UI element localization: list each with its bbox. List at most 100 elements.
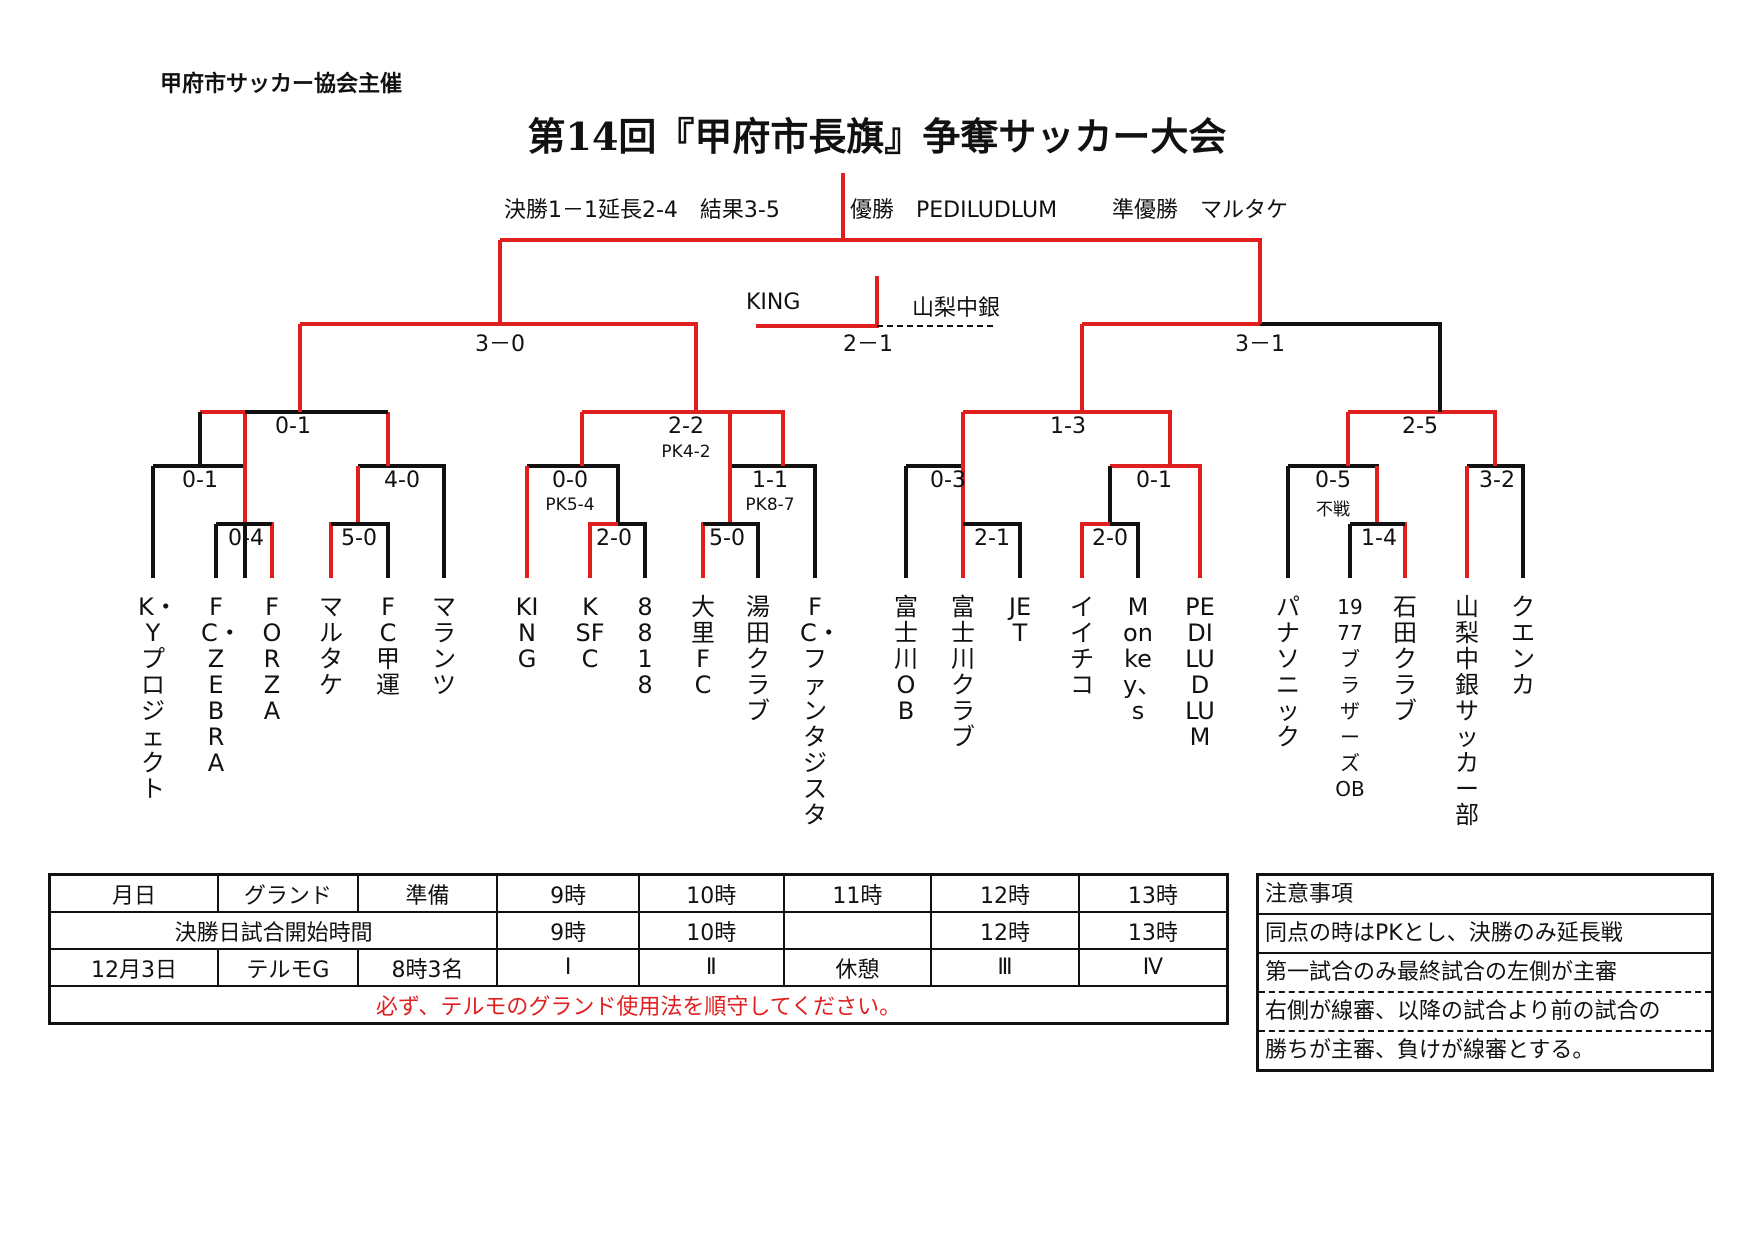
schedule-cell: 休憩	[782, 948, 933, 987]
schedule-header-cell: 10時	[637, 873, 785, 913]
team-name: FC甲運	[376, 593, 400, 699]
third-place-score: 2－1	[843, 332, 893, 357]
team-name: 大里FC	[691, 593, 715, 699]
team-name: 1977ブラザーズOB	[1335, 595, 1365, 801]
team-name: FC・ZEBRA	[201, 593, 242, 777]
bracket-line	[1467, 464, 1525, 578]
team-name: マランツ	[432, 593, 456, 699]
team-name: 富士川OB	[894, 593, 918, 725]
schedule-cell: Ⅳ	[1077, 948, 1229, 987]
schedule-table: 月日 グランド 準備 9時 10時 11時 12時 13時 決勝日試合開始時間 …	[48, 873, 1229, 1025]
bracket-line	[200, 410, 247, 466]
bracket-line	[730, 410, 785, 466]
team-name: パナソニック	[1276, 593, 1300, 751]
bracket-line	[500, 173, 845, 242]
page-title: 第14回『甲府市長旗』争奪サッカー大会	[527, 114, 1227, 159]
notes-title: 注意事項	[1259, 876, 1711, 915]
match-score: 5-0	[341, 526, 377, 551]
tournament-bracket	[151, 173, 1525, 578]
bracket-line	[1110, 464, 1202, 578]
team-name: マルタケ	[319, 593, 343, 699]
schedule-cell: 10時	[637, 911, 785, 950]
match-score: 0-1	[1136, 468, 1172, 493]
bracket-line	[963, 522, 1022, 578]
match-score: 1-4	[1361, 526, 1397, 551]
match-score: 2-1	[974, 526, 1010, 551]
team-name: 富士川クラブ	[951, 593, 975, 751]
team-name: 8818	[637, 593, 653, 699]
bracket-line	[730, 464, 817, 578]
team-name: FC・ファンタジスタ	[800, 593, 841, 829]
match-score: 0-3	[930, 468, 966, 493]
third-place-left: KING	[746, 290, 801, 315]
schedule-header-cell: 13時	[1077, 873, 1229, 913]
notes-box: 注意事項 同点の時はPKとし、決勝のみ延長戦 第一試合のみ最終試合の左側が主審 …	[1256, 873, 1714, 1072]
team-name: KSFC	[575, 593, 605, 673]
third-place-right: 山梨中銀	[912, 296, 1001, 321]
team-name: K・Yプロジェクト	[138, 593, 178, 803]
bracket-line	[1260, 322, 1442, 412]
table-row: 月日 グランド 準備 9時 10時 11時 12時 13時	[48, 873, 1229, 913]
schedule-cell: テルモG	[217, 948, 359, 987]
notes-line: 勝ちが主審、負けが線審とする。	[1265, 1038, 1595, 1063]
schedule-header-cell: 11時	[782, 873, 933, 913]
match-score: 2-0	[1092, 526, 1128, 551]
schedule-header-cell: 準備	[356, 873, 499, 913]
bracket-line	[1080, 522, 1110, 578]
match-score: 3－0	[475, 332, 525, 357]
match-score: 3-2	[1479, 468, 1515, 493]
notes-line: 第一試合のみ最終試合の左側が主審	[1259, 954, 1711, 993]
schedule-cell	[782, 911, 933, 950]
team-name: Monkey、s	[1123, 593, 1162, 725]
match-score: 3－1	[1235, 332, 1285, 357]
team-name: クエンカ	[1511, 593, 1535, 699]
schedule-cell: Ⅰ	[496, 948, 640, 987]
bracket-line	[588, 522, 618, 578]
pk-note: PK5-4	[545, 495, 595, 515]
notes-line: 右側が線審、以降の試合より前の試合の	[1259, 993, 1711, 1032]
match-score: 0-0	[552, 468, 588, 493]
bracket-line	[963, 410, 1172, 466]
schedule-cell: Ⅲ	[930, 948, 1080, 987]
match-score: 4-0	[384, 468, 420, 493]
walkover-note: 不戦	[1316, 500, 1350, 520]
match-score: 0-4	[228, 526, 264, 551]
schedule-cell: Ⅱ	[637, 948, 785, 987]
match-score: 2-5	[1402, 414, 1438, 439]
schedule-cell: 13時	[1077, 911, 1229, 950]
organizer-label: 甲府市サッカー協会主催	[160, 71, 403, 97]
table-row: 決勝日試合開始時間 9時 10時 12時 13時	[48, 911, 1229, 950]
team-name: KING	[515, 593, 539, 673]
notes-line: 同点の時はPKとし、決勝のみ延長戦	[1259, 915, 1711, 954]
team-name: PEDILUDLUM	[1185, 593, 1215, 751]
schedule-cell: 8時3名	[356, 948, 499, 987]
table-row: 12月3日 テルモG 8時3名 Ⅰ Ⅱ 休憩 Ⅲ Ⅳ	[48, 948, 1229, 987]
champion-label: 優勝 PEDILUDLUM	[850, 198, 1058, 223]
match-score: 2-0	[596, 526, 632, 551]
bracket-line	[843, 238, 1262, 324]
table-row: 必ず、テルモのグランド使用法を順守してください。	[48, 985, 1229, 1025]
schedule-footer-note: 必ず、テルモのグランド使用法を順守してください。	[48, 985, 1229, 1025]
match-score: 0-1	[275, 414, 311, 439]
schedule-header-cell: 9時	[496, 873, 640, 913]
schedule-cell: 決勝日試合開始時間	[48, 911, 499, 950]
team-name: 山梨中銀サッカー部	[1455, 593, 1479, 829]
schedule-header-cell: グランド	[217, 873, 359, 913]
bracket-line	[1348, 410, 1497, 466]
schedule-cell: 9時	[496, 911, 640, 950]
team-name: 湯田クラブ	[746, 593, 770, 725]
team-name: 石田クラブ	[1393, 593, 1417, 725]
bracket-line	[300, 322, 698, 412]
pk-note: PK4-2	[661, 442, 711, 462]
bracket-line	[1110, 522, 1140, 578]
schedule-cell: 12時	[930, 911, 1080, 950]
bracket-line	[331, 522, 390, 578]
schedule-header-cell: 12時	[930, 873, 1080, 913]
bracket-line	[703, 522, 760, 578]
match-score: 2-2	[668, 414, 704, 439]
schedule-header-cell: 月日	[48, 873, 220, 913]
match-score: 0-5	[1315, 468, 1351, 493]
team-name: イイチコ	[1070, 593, 1094, 699]
match-score: 1-3	[1050, 414, 1086, 439]
schedule-cell: 12月3日	[48, 948, 220, 987]
